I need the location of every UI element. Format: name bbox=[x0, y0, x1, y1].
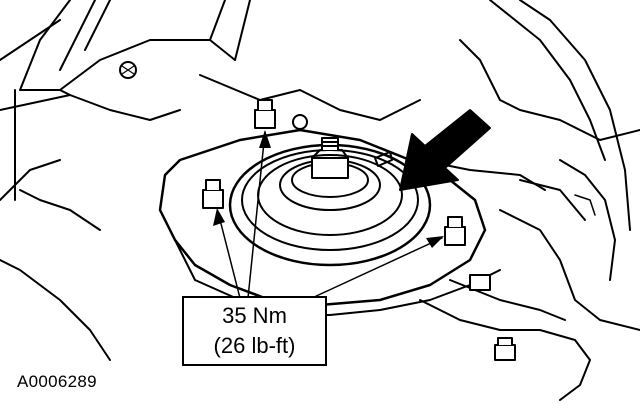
mount-nut-left bbox=[202, 179, 224, 209]
pointer-arrow bbox=[399, 109, 491, 191]
leader-lines bbox=[217, 131, 443, 299]
leader-arrowhead bbox=[426, 236, 444, 248]
leader-arrowhead bbox=[213, 208, 225, 226]
torque-imperial: (26 lb-ft) bbox=[213, 333, 296, 358]
body-panel-lines bbox=[0, 0, 640, 361]
torque-callout: 35 Nm (26 lb-ft) bbox=[182, 296, 327, 366]
figure-id: A0006289 bbox=[17, 372, 97, 391]
mount-nut-top bbox=[254, 99, 276, 129]
aux-bolts bbox=[119, 61, 516, 361]
center-nut bbox=[311, 137, 349, 179]
leader-arrowhead bbox=[259, 130, 271, 148]
torque-metric: 35 Nm bbox=[222, 303, 287, 328]
mount-nut-right bbox=[444, 216, 466, 246]
